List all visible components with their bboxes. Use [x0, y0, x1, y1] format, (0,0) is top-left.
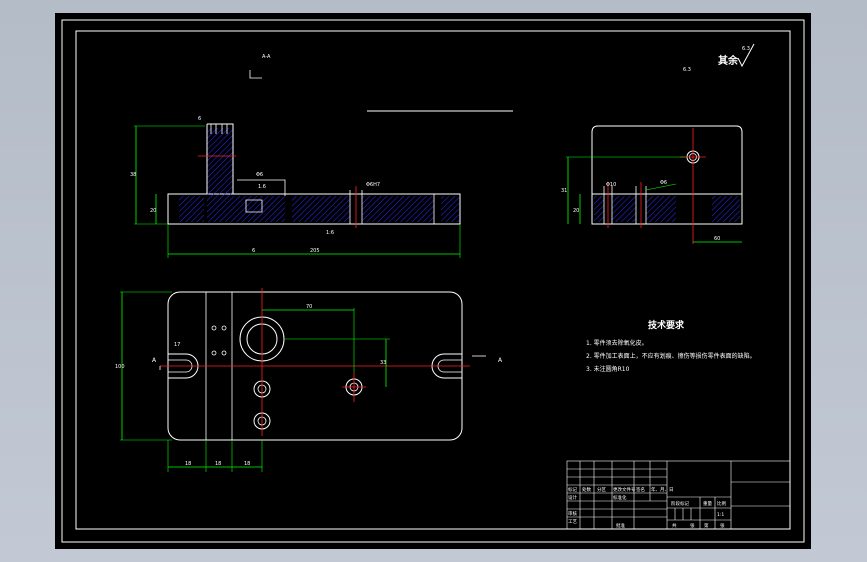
top-dim-pitch-a: 18 — [185, 461, 191, 467]
front-dim-angle: 1:6 — [326, 230, 334, 236]
side-dim-height-base: 20 — [573, 208, 579, 214]
tb-label-change-doc: 更改文件号 — [613, 486, 636, 493]
tb-label-scale: 比例 — [717, 500, 726, 507]
roughness-symbol-icon — [737, 43, 755, 68]
tb-value-scale: 1:1 — [717, 512, 724, 518]
tb-label-sheet-no: 第 — [704, 522, 709, 529]
roughness-note-text: 其余 — [718, 54, 739, 67]
side-dim-width: 60 — [714, 236, 720, 242]
front-hatch-right2 — [362, 196, 434, 222]
roughness-mark-text: 6.3 — [742, 46, 750, 52]
front-hatch-left — [179, 196, 204, 222]
front-dim-height-base: 20 — [150, 208, 156, 214]
top-dim-pitch-c: 18 — [244, 461, 250, 467]
tb-label-sheet-total: 共 — [672, 522, 677, 529]
top-pin-hole-4 — [221, 350, 227, 356]
tb-label-review: 审核 — [568, 510, 577, 517]
tech-requirement-3: 3. 未注圆角R10 — [586, 365, 630, 373]
side-dim-height: 31 — [561, 188, 567, 194]
tb-label-sign: 签名 — [636, 486, 645, 493]
tb-label-standardize: 标准化 — [613, 494, 627, 501]
front-hatch-right1 — [292, 196, 350, 222]
title-block — [566, 460, 791, 530]
front-dim-slot: 6 — [198, 116, 201, 122]
side-leader-line — [645, 183, 677, 191]
front-hatch-column — [207, 128, 233, 222]
section-corner-mark — [249, 70, 262, 79]
drawing-border-frame — [75, 30, 791, 530]
tech-requirement-2: 2. 零件加工表面上，不应有划痕、擦伤等损伤零件表面的缺陷。 — [586, 352, 756, 360]
top-view: A A 100 18 18 18 70 33 17 — [115, 288, 503, 472]
tb-label-sheet: 张 — [690, 522, 695, 529]
front-dim-hole: Φ6 — [256, 172, 263, 178]
front-dim-step: 1.6 — [258, 184, 266, 190]
front-section-view: 38 20 205 6 1.6 Φ6 Φ6H7 1:6 6 — [130, 116, 461, 258]
section-title-a-a: A-A — [262, 54, 271, 60]
surface-roughness-note: 其余 6.3 6.3 — [683, 43, 755, 73]
roughness-small-label: 6.3 — [683, 67, 691, 73]
side-view: 31 20 60 Φ10 Φ6 — [561, 125, 743, 244]
top-pin-hole-2 — [221, 325, 227, 331]
tb-label-weight: 重量 — [703, 500, 712, 507]
front-hatch-right3 — [441, 196, 459, 222]
side-hatch-2 — [612, 196, 636, 222]
title-block-labels: 标记 处数 分区 更改文件号 签名 年、月、日 设计 标准化 审核 工艺 批准 … — [568, 486, 726, 529]
tech-requirements-heading: 技术要求 — [648, 319, 685, 331]
front-column-slots — [210, 124, 228, 134]
technical-requirements: 技术要求 1. 零件须去除氧化皮。 2. 零件加工表面上，不应有划痕、擦伤等损伤… — [586, 319, 756, 373]
tb-label-sheet-2: 张 — [720, 522, 725, 529]
side-base-outline — [591, 193, 743, 225]
tb-label-design: 设计 — [568, 494, 577, 501]
top-dim-center-dist: 70 — [306, 304, 312, 310]
front-dim-left-offset: 6 — [252, 248, 255, 254]
sheet-outer-frame — [61, 19, 805, 543]
section-label-right: A — [498, 357, 503, 364]
side-hatch-1 — [594, 196, 604, 222]
front-dim-height-total: 38 — [130, 172, 136, 178]
side-upper-outline — [591, 125, 743, 194]
top-dim-pitch-b: 18 — [215, 461, 221, 467]
top-pin-hole-3 — [211, 350, 217, 356]
tb-label-date: 年、月、日 — [651, 486, 674, 493]
tb-label-mark: 标记 — [568, 486, 577, 493]
top-dim-vertical-dist: 33 — [380, 360, 386, 366]
top-dim-slot-width: 17 — [174, 342, 180, 348]
tb-label-count: 处数 — [582, 486, 591, 493]
top-dim-overall-height: 100 — [115, 364, 125, 370]
side-dim-hole-right: Φ6 — [660, 180, 667, 186]
top-pin-hole-1 — [211, 325, 217, 331]
side-dim-hole-left: Φ10 — [606, 182, 616, 188]
front-pocket-outline — [245, 199, 263, 213]
side-hatch-4 — [712, 196, 740, 222]
tb-label-process: 工艺 — [568, 519, 577, 525]
section-label-left: A — [152, 357, 157, 364]
front-dim-overall-length: 205 — [310, 248, 320, 254]
tb-label-zone: 分区 — [597, 486, 606, 493]
front-step-outline — [237, 179, 286, 196]
tech-requirement-1: 1. 零件须去除氧化皮。 — [586, 339, 648, 347]
tb-label-approve: 批准 — [616, 522, 625, 529]
sheet-background — [55, 13, 811, 549]
side-hatch-3 — [646, 196, 676, 222]
front-dim-tolerance: Φ6H7 — [366, 182, 380, 188]
title-block-outline — [566, 460, 791, 530]
tb-label-stage-mark: 阶段标记 — [671, 500, 689, 507]
